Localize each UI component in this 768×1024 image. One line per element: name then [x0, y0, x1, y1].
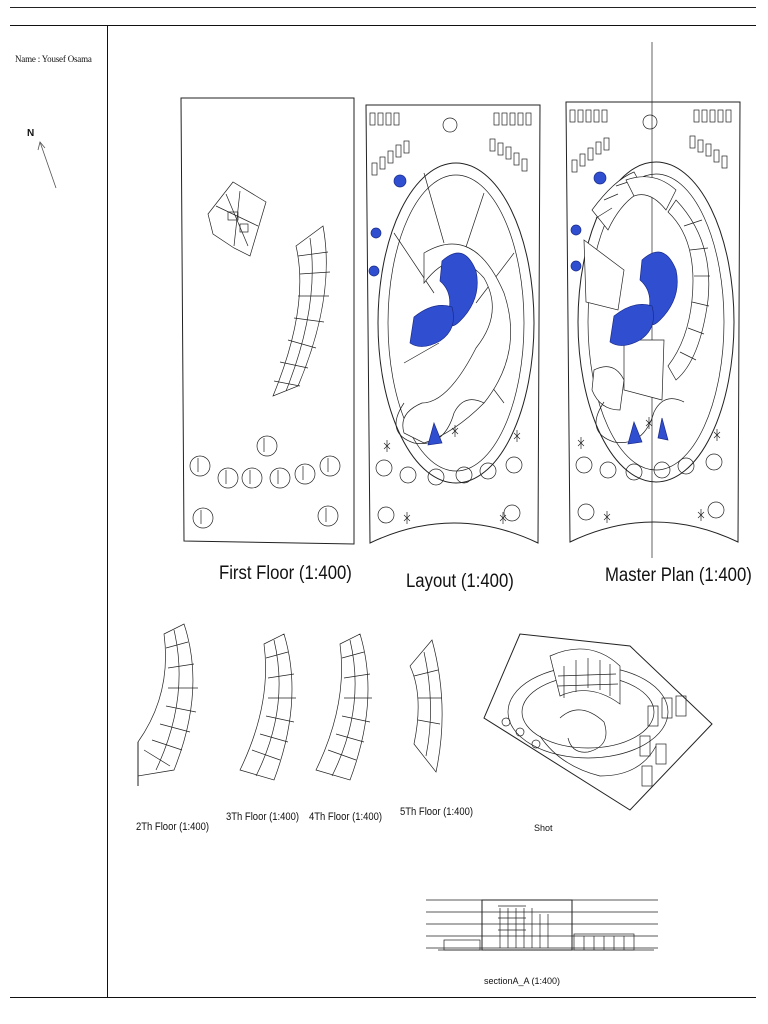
top-rule — [10, 7, 756, 8]
frame-left-divider — [107, 25, 108, 997]
floor-4-caption: 4Th Floor (1:400) — [309, 811, 383, 823]
floor-3-caption: 3Th Floor (1:400) — [226, 811, 300, 823]
floor-2-plan — [137, 623, 198, 786]
frame-top-border — [10, 25, 756, 26]
section-a-a — [426, 899, 658, 951]
floor-4-plan — [315, 633, 372, 781]
frame-bottom-border — [10, 997, 756, 998]
layout-caption: Layout (1:400) — [406, 571, 514, 592]
floor-5-plan — [409, 639, 443, 773]
north-label: N — [27, 128, 35, 139]
shot-caption: Shot — [534, 823, 553, 833]
master-plan — [565, 42, 741, 558]
section-caption: sectionA_A (1:400) — [484, 976, 561, 986]
shot-perspective — [483, 633, 713, 811]
floor-2-caption: 2Th Floor (1:400) — [136, 821, 210, 833]
north-arrow-icon — [37, 141, 57, 189]
layout-plan — [365, 104, 541, 544]
master-plan-caption: Master Plan (1:400) — [605, 565, 752, 586]
floor-5-caption: 5Th Floor (1:400) — [400, 806, 474, 818]
floor-3-plan — [239, 633, 296, 781]
first-floor-caption: First Floor (1:400) — [219, 563, 352, 584]
first-floor-plan — [180, 97, 355, 545]
author-name: Name : Yousef Osama — [15, 54, 92, 64]
